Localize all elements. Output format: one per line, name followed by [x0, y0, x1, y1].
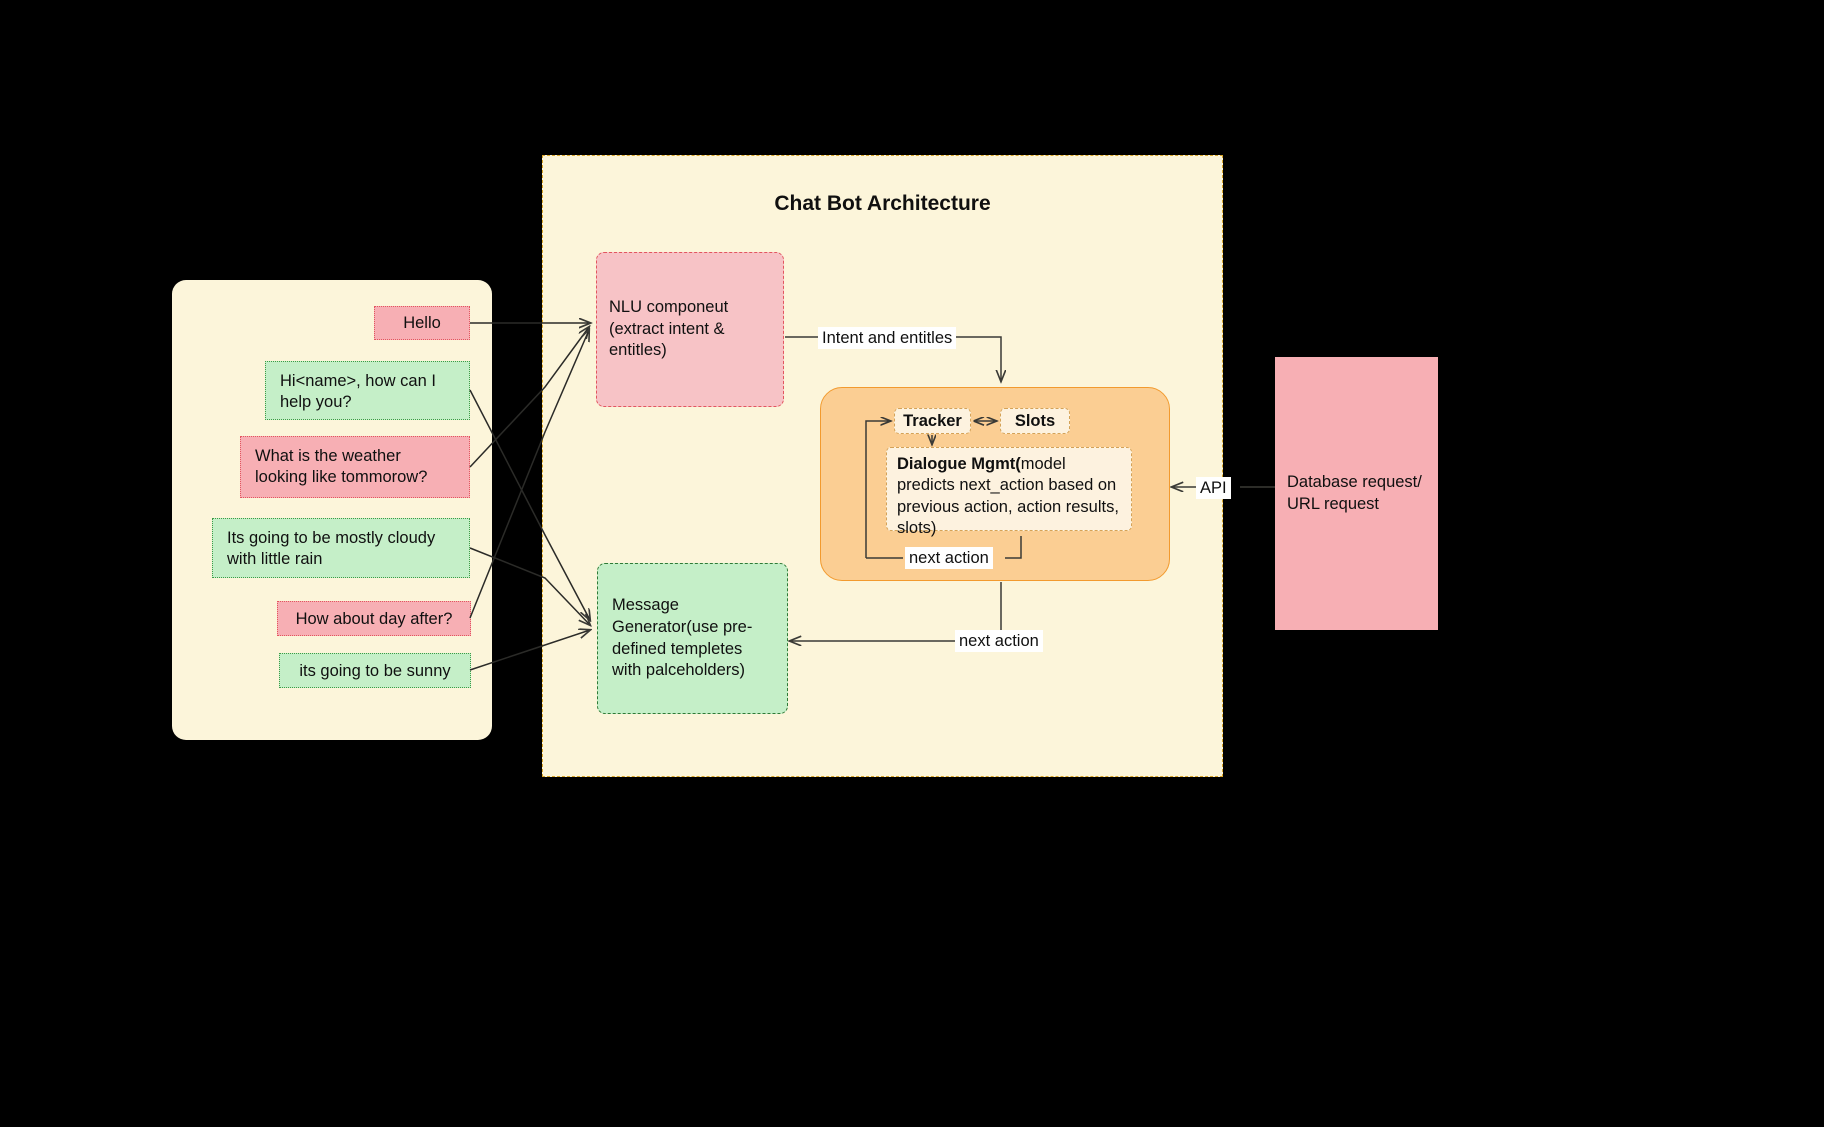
- chat-bubble-user-hello: Hello: [374, 306, 470, 340]
- chat-bubble-bot-forecast: Its going to be mostly cloudy with littl…: [212, 518, 470, 578]
- edge-label-next-action-loop: next action: [905, 547, 993, 570]
- node-message-generator-label: Message Generator(use pre-defined temple…: [612, 595, 753, 680]
- chat-bubble-bot-greeting: Hi<name>, how can I help you?: [265, 361, 470, 420]
- edge-label-api: API: [1196, 477, 1231, 500]
- edge-label-next-action-generator: next action: [955, 630, 1043, 653]
- node-nlu-label: NLU componeut (extract intent & entitles…: [609, 297, 729, 360]
- node-tracker: Tracker: [894, 408, 971, 434]
- node-dialogue-mgmt-body: model predicts next_action based on prev…: [897, 455, 1119, 538]
- node-database-request: Database request/ URL request: [1275, 357, 1438, 630]
- node-dialogue-mgmt: Dialogue Mgmt(model predicts next_action…: [886, 447, 1132, 537]
- node-slots: Slots: [1000, 408, 1070, 434]
- node-nlu-component: NLU componeut (extract intent & entitles…: [596, 252, 784, 407]
- node-database-request-label: Database request/ URL request: [1287, 473, 1422, 513]
- edge-label-intent-entities: Intent and entitles: [818, 327, 957, 350]
- chat-bubble-user-weather: What is the weather looking like tommoro…: [240, 436, 470, 498]
- chat-bubble-bot-sunny: its going to be sunny: [279, 653, 471, 688]
- chat-bubble-user-dayafter: How about day after?: [277, 601, 471, 636]
- page-title: Chat Bot Architecture: [774, 192, 991, 215]
- node-dialogue-mgmt-title: Dialogue Mgmt(: [897, 455, 1021, 473]
- node-message-generator: Message Generator(use pre-defined temple…: [597, 563, 788, 714]
